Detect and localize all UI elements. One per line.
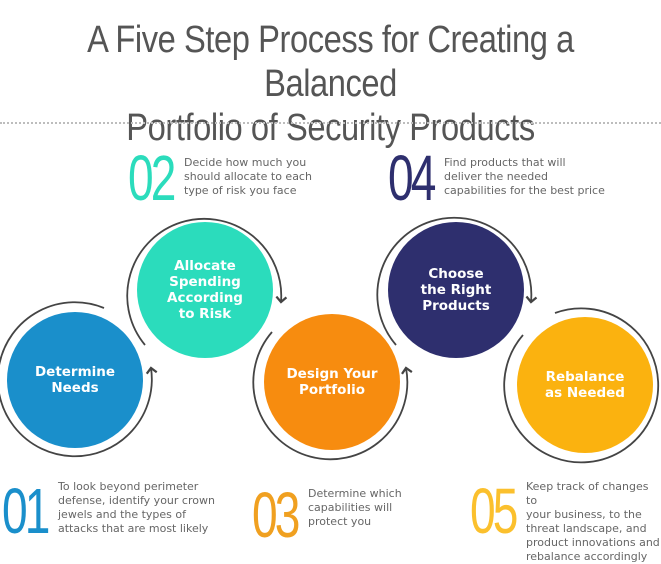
- step-1-circle: [7, 312, 143, 448]
- step-2-ring-arc: [126, 217, 288, 346]
- step-2-circle: [137, 222, 273, 358]
- step-1-number: 01: [2, 475, 50, 547]
- step-5-description: Keep track of changes to your business, …: [526, 480, 660, 563]
- step-4-description: Find products that will deliver the need…: [444, 156, 605, 197]
- step-2-description: Decide how much you should allocate to e…: [184, 156, 312, 197]
- step-1-description: To look beyond perimeter defense, identi…: [58, 480, 215, 535]
- step-4-ring-arc: [376, 216, 538, 346]
- step-3-description-block: 03 Determine which capabilities will pro…: [252, 479, 402, 551]
- step-2-description-block: 02 Decide how much you should allocate t…: [128, 142, 312, 214]
- step-5-ring-arc: [503, 307, 660, 464]
- step-2-number: 02: [128, 142, 176, 214]
- step-5-description-block: 05 Keep track of changes to your busines…: [470, 475, 661, 564]
- step-1-description-block: 01 To look beyond perimeter defense, ide…: [2, 475, 215, 547]
- title-line-2: Portfolio of Security Products: [126, 107, 535, 149]
- dotted-divider: [0, 122, 661, 124]
- step-4-description-block: 04 Find products that will deliver the n…: [388, 142, 605, 214]
- title-line-1: A Five Step Process for Creating a Balan…: [87, 19, 574, 105]
- page-title: A Five Step Process for Creating a Balan…: [46, 18, 614, 150]
- step-1-ring-arc: [0, 301, 158, 458]
- step-4-number: 04: [388, 142, 436, 214]
- step-3-ring-arc: [252, 331, 413, 461]
- step-3-description: Determine which capabilities will protec…: [308, 487, 402, 528]
- step-5-number: 05: [470, 475, 518, 547]
- step-4-circle: [388, 222, 524, 358]
- step-5-circle: [517, 317, 653, 453]
- step-3-circle: [264, 314, 400, 450]
- step-3-number: 03: [252, 479, 300, 551]
